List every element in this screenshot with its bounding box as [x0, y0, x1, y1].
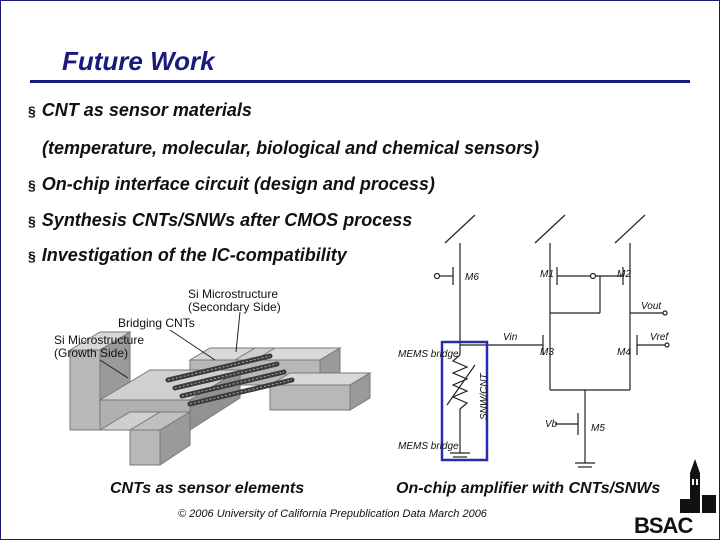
right-figure-caption: On-chip amplifier with CNTs/SNWs — [396, 480, 661, 497]
cnt-bridge-illustration: Si Microstructure (Secondary Side) Bridg… — [54, 287, 372, 466]
bullet-1: § CNT as sensor materials — [28, 100, 252, 121]
bullet-text: Investigation of the IC-compatibility — [41, 245, 347, 265]
label-vb: Vb — [545, 419, 558, 430]
label-si-secondary-2: (Secondary Side) — [188, 300, 281, 314]
copyright-footer: © 2006 University of California Prepubli… — [178, 508, 487, 520]
logo-text: BSAC — [634, 513, 693, 537]
bullet-3: § Synthesis CNTs/SNWs after CMOS process — [28, 210, 412, 231]
bullet-marker: § — [28, 177, 36, 193]
label-m1: M1 — [540, 269, 554, 280]
label-m2: M2 — [617, 269, 631, 280]
label-vin: Vin — [503, 332, 518, 343]
bullet-marker: § — [28, 213, 36, 229]
label-si-growth-1: Si Microstructure — [54, 333, 144, 347]
bullet-marker: § — [28, 248, 36, 264]
bullet-text: Synthesis CNTs/SNWs after CMOS process — [41, 210, 413, 230]
label-sensor: SNW/CNT — [479, 372, 490, 420]
sensor-highlight-box — [440, 340, 489, 462]
label-bridging-cnts: Bridging CNTs — [118, 316, 195, 330]
label-si-secondary-1: Si Microstructure — [188, 287, 278, 301]
amplifier-schematic: M6 M1 M2 M3 M4 M5 Vout Vin Vref Vb MEMS … — [398, 214, 670, 468]
bullet-text: CNT as sensor materials — [41, 100, 252, 120]
label-mems-bottom: MEMS bridge — [398, 441, 459, 452]
label-vout: Vout — [641, 301, 662, 312]
bsac-logo: BSAC — [634, 459, 716, 537]
label-vref: Vref — [650, 332, 669, 343]
label-mems-top: MEMS bridge — [398, 349, 459, 360]
bullet-2: § On-chip interface circuit (design and p… — [28, 174, 435, 195]
bullet-4: § Investigation of the IC-compatibility — [28, 245, 347, 266]
title-underline — [30, 80, 690, 83]
label-m5: M5 — [591, 423, 605, 434]
label-si-growth-2: (Growth Side) — [54, 346, 128, 360]
label-m3: M3 — [540, 347, 554, 358]
bullet-marker: § — [28, 103, 36, 119]
slide-title: Future Work — [62, 46, 215, 76]
bullet-text: On-chip interface circuit (design and pr… — [41, 174, 435, 194]
left-figure-caption: CNTs as sensor elements — [110, 480, 305, 497]
label-m6: M6 — [465, 272, 479, 283]
label-m4: M4 — [617, 347, 631, 358]
sub-bullet: (temperature, molecular, biological and … — [42, 138, 540, 158]
